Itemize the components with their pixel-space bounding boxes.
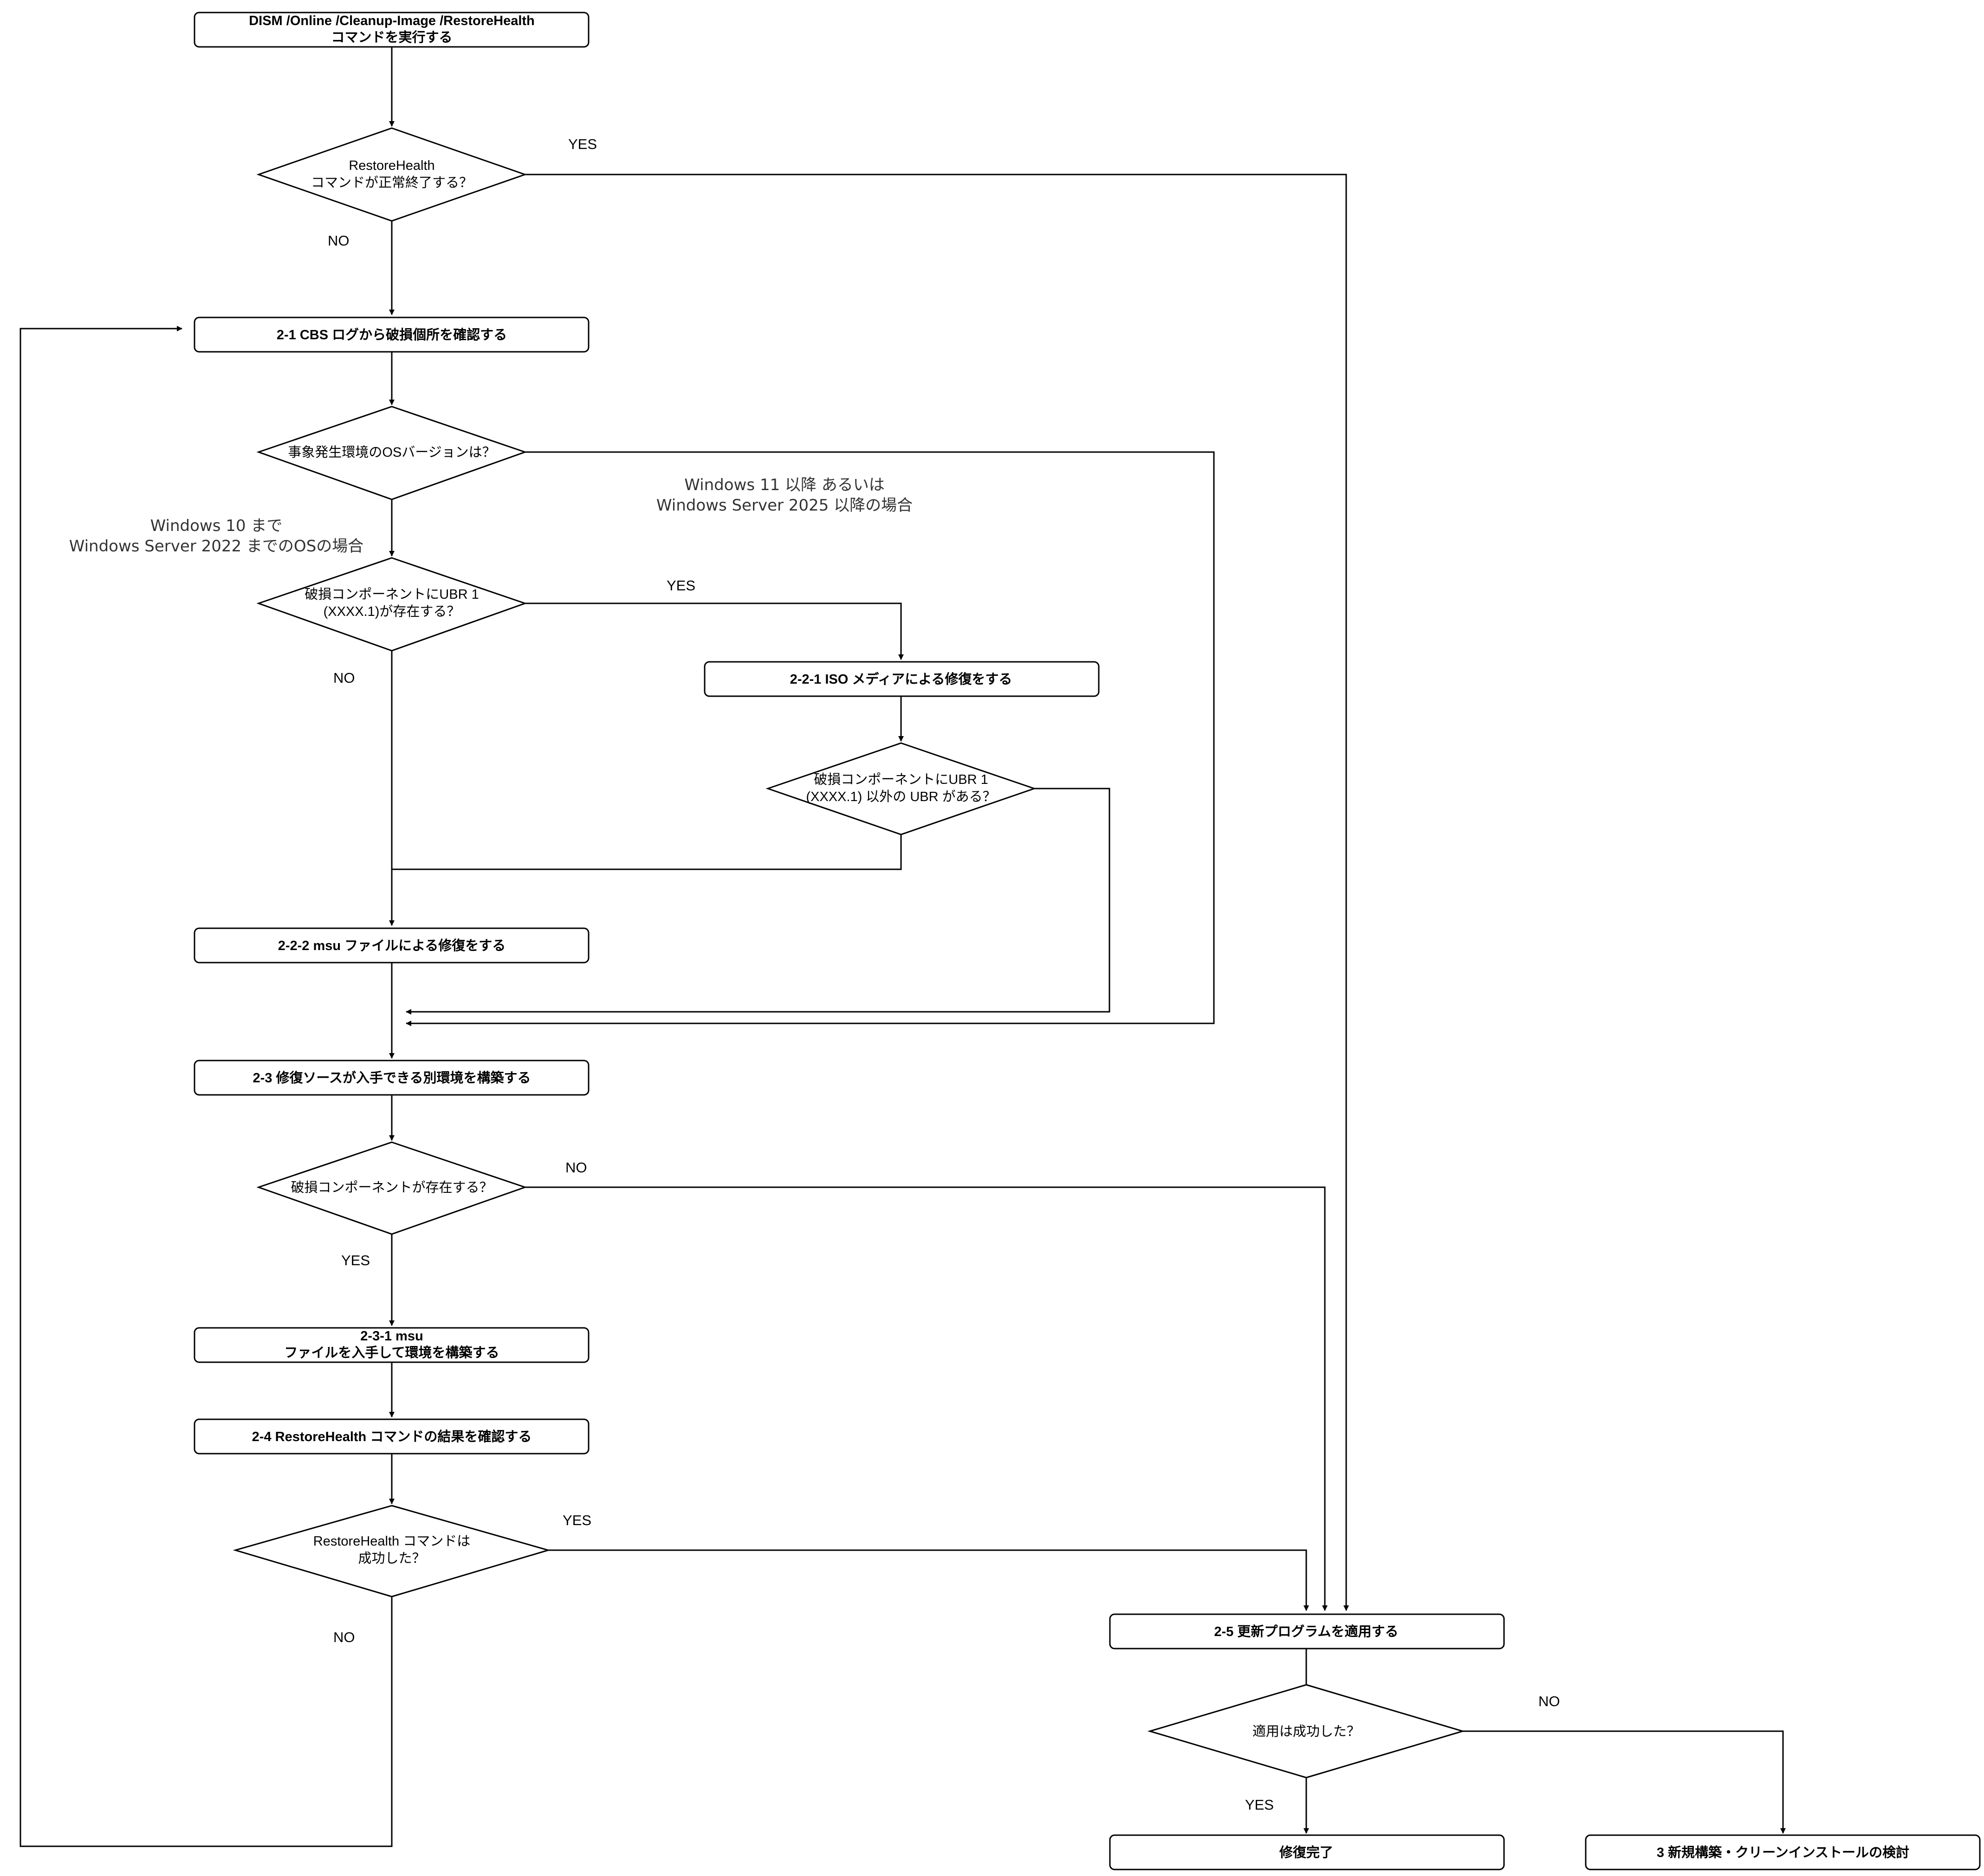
edge-q-other-right bbox=[406, 788, 1110, 1015]
label-yes-result-ok: YES bbox=[563, 1512, 591, 1528]
decision-ubr1: 破損コンポーネントにUBR 1 (XXXX.1)が存在する？ bbox=[256, 557, 527, 652]
label-yes-restore-ok: YES bbox=[568, 136, 597, 152]
node-build-env: 2-3 修復ソースが入手できる別環境を構築する bbox=[194, 1060, 590, 1096]
decision-ubr1-line-2: (XXXX.1)が存在する？ bbox=[324, 604, 460, 619]
node-start-line-1: DISM /Online /Cleanup-Image /RestoreHeal… bbox=[249, 13, 535, 28]
label-yes-ubr1: YES bbox=[667, 577, 695, 594]
edge-q-os-win11 bbox=[406, 451, 1215, 1026]
decision-other-ubr: 破損コンポーネントにUBR 1 (XXXX.1) 以外の UBR がある？ bbox=[765, 742, 1037, 835]
decision-apply-ok: 適用は成功した？ bbox=[1147, 1684, 1465, 1779]
decision-result-ok-line-2: 成功した？ bbox=[358, 1551, 425, 1566]
node-cbs-log-label: 2-1 CBS ログから破損個所を確認する bbox=[277, 327, 507, 343]
label-yes-apply-ok: YES bbox=[1245, 1797, 1274, 1813]
decision-result-ok: RestoreHealth コマンドは 成功した？ bbox=[233, 1505, 551, 1598]
node-msu-repair-label: 2-2-2 msu ファイルによる修復をする bbox=[278, 938, 506, 953]
note-win10-line-2: Windows Server 2022 までのOSの場合 bbox=[69, 537, 364, 556]
note-win10-line-1: Windows 10 まで bbox=[150, 517, 283, 535]
node-iso-repair: 2-2-1 ISO メディアによる修復をする bbox=[704, 661, 1100, 697]
note-win11: Windows 11 以降 あるいは Windows Server 2025 以… bbox=[656, 476, 913, 515]
note-win10: Windows 10 まで Windows Server 2022 までのOSの… bbox=[69, 517, 364, 556]
node-apply-update: 2-5 更新プログラムを適用する bbox=[1109, 1613, 1505, 1650]
decision-other-ubr-line-2: (XXXX.1) 以外の UBR がある？ bbox=[806, 789, 996, 804]
decision-other-ubr-line-1: 破損コンポーネントにUBR 1 bbox=[814, 772, 988, 787]
node-iso-repair-label: 2-2-1 ISO メディアによる修復をする bbox=[790, 671, 1012, 687]
node-msu-env-line-1: 2-3-1 msu bbox=[360, 1329, 423, 1344]
node-check-result-label: 2-4 RestoreHealth コマンドの結果を確認する bbox=[252, 1429, 532, 1444]
edge-labels: YES NO YES NO NO YES YES NO NO YES bbox=[328, 136, 1560, 1813]
node-check-result: 2-4 RestoreHealth コマンドの結果を確認する bbox=[194, 1418, 590, 1455]
decision-ubr1-line-1: 破損コンポーネントにUBR 1 bbox=[305, 587, 479, 602]
label-no-ubr1: NO bbox=[333, 670, 355, 686]
note-win11-line-1: Windows 11 以降 あるいは bbox=[684, 476, 884, 494]
edges bbox=[19, 47, 1786, 1847]
node-msu-env: 2-3-1 msu ファイルを入手して環境を構築する bbox=[194, 1327, 590, 1363]
decision-os-version: 事象発生環境のOSバージョンは？ bbox=[256, 406, 527, 500]
decision-os-version-label: 事象発生環境のOSバージョンは？ bbox=[288, 445, 495, 460]
label-yes-component: YES bbox=[341, 1252, 370, 1268]
node-start-line-2: コマンドを実行する bbox=[331, 30, 452, 45]
node-start: DISM /Online /Cleanup-Image /RestoreHeal… bbox=[194, 12, 590, 48]
label-no-restore-ok: NO bbox=[328, 233, 350, 249]
decision-restore-ok-line-1: RestoreHealth bbox=[349, 158, 434, 173]
edge-q-apply-no bbox=[1463, 1730, 1786, 1834]
label-no-apply-ok: NO bbox=[1538, 1693, 1560, 1709]
decision-apply-ok-label: 適用は成功した？ bbox=[1252, 1724, 1360, 1739]
edge-q-result-no bbox=[19, 326, 393, 1847]
node-done-label: 修復完了 bbox=[1279, 1844, 1333, 1860]
edge-q-comp-no bbox=[525, 1186, 1328, 1611]
node-cbs-log: 2-1 CBS ログから破損個所を確認する bbox=[194, 317, 590, 353]
node-apply-update-label: 2-5 更新プログラムを適用する bbox=[1214, 1624, 1398, 1639]
decision-component: 破損コンポーネントが存在する？ bbox=[256, 1141, 527, 1235]
decision-result-ok-line-1: RestoreHealth コマンドは bbox=[313, 1534, 470, 1549]
node-msu-repair: 2-2-2 msu ファイルによる修復をする bbox=[194, 927, 590, 964]
node-msu-env-line-2: ファイルを入手して環境を構築する bbox=[284, 1345, 499, 1360]
node-done: 修復完了 bbox=[1109, 1834, 1505, 1870]
edge-q-ubr1-yes bbox=[525, 602, 904, 660]
decision-restore-ok: RestoreHealth コマンドが正常終了する？ bbox=[256, 127, 527, 222]
label-no-result-ok: NO bbox=[333, 1629, 355, 1645]
node-reinstall-label: 3 新規構築・クリーンインストールの検討 bbox=[1657, 1844, 1909, 1860]
decision-restore-ok-line-2: コマンドが正常終了する？ bbox=[311, 175, 473, 190]
edge-q-result-yes bbox=[548, 1549, 1309, 1611]
edge-q-other-down bbox=[392, 834, 902, 870]
edge-q-restore-yes bbox=[525, 174, 1349, 1611]
node-build-env-label: 2-3 修復ソースが入手できる別環境を構築する bbox=[253, 1070, 531, 1086]
note-win11-line-2: Windows Server 2025 以降の場合 bbox=[656, 496, 913, 515]
node-reinstall: 3 新規構築・クリーンインストールの検討 bbox=[1585, 1834, 1981, 1870]
label-no-component: NO bbox=[565, 1159, 587, 1176]
decision-component-label: 破損コンポーネントが存在する？ bbox=[291, 1180, 493, 1195]
